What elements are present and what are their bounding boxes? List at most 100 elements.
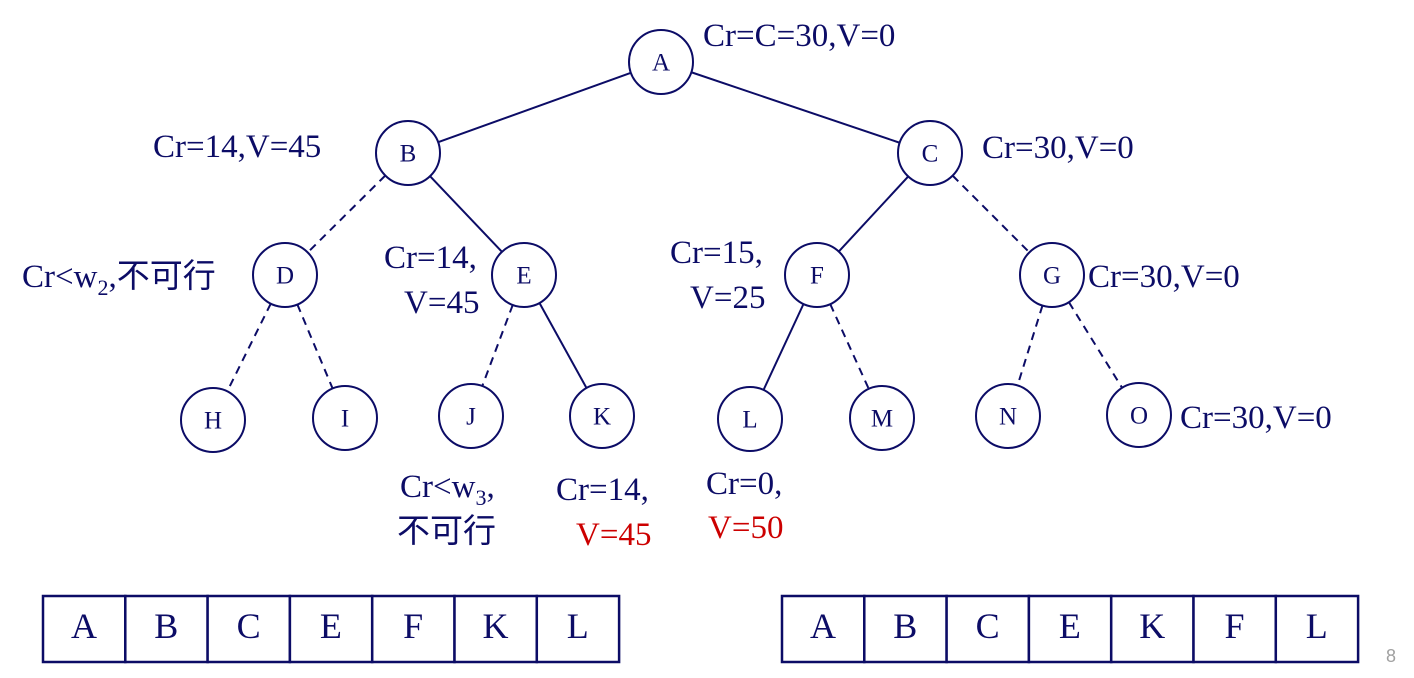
tree-node-J: J [438, 383, 504, 449]
annotation-line: Cr=15, [670, 235, 763, 271]
node-label: I [341, 406, 349, 433]
tree-node-A: A [628, 29, 694, 95]
tree-node-F: F [784, 242, 850, 308]
sequence-cell-label: A [810, 606, 836, 646]
node-circle [252, 242, 318, 308]
annotation-F: Cr=15,V=25 [670, 235, 765, 316]
annotation-A: Cr=C=30,V=0 [703, 18, 895, 54]
tree-node-E: E [491, 242, 557, 308]
node-label: J [466, 404, 476, 431]
node-circle [375, 120, 441, 186]
sequence-cell [945, 594, 1031, 664]
annotation-line: 不可行 [397, 513, 496, 550]
node-circle [491, 242, 557, 308]
node-circle [438, 383, 504, 449]
tree-node-K: K [569, 383, 635, 449]
node-label: F [810, 263, 824, 290]
sequence-cell [1027, 594, 1113, 664]
sequence-cell-label: K [483, 606, 509, 646]
annotation-D: Cr<w2,不可行 [22, 258, 216, 300]
annotation-text: , [486, 469, 494, 505]
node-circle [897, 120, 963, 186]
edge-C-F [838, 175, 909, 253]
node-circle [717, 386, 783, 452]
sequence-cell-label: B [893, 606, 917, 646]
annotation-line: Cr=30,V=0 [1180, 400, 1332, 436]
annotation-line: Cr=0, [706, 466, 782, 502]
annotation-line: V=50 [708, 510, 783, 546]
sequence-cell-label: C [976, 606, 1000, 646]
sequence-cell-label: E [320, 606, 342, 646]
tree-node-D: D [252, 242, 318, 308]
sequence-cell [288, 594, 374, 664]
node-circle [569, 383, 635, 449]
node-circle [180, 387, 246, 453]
node-label: B [400, 141, 417, 168]
sequence-cell-label: A [71, 606, 97, 646]
edge-A-C [690, 71, 901, 144]
tree-node-I: I [312, 385, 378, 451]
annotation-line: V=45 [404, 285, 479, 321]
node-circle [1019, 242, 1085, 308]
sequence-cell-label: F [403, 606, 423, 646]
tree-node-L: L [717, 386, 783, 452]
edge-D-I-pruned [296, 304, 334, 389]
node-label: H [204, 408, 222, 435]
sequence-cell [1192, 594, 1278, 664]
edge-B-E [429, 175, 503, 253]
subscript: 3 [475, 485, 486, 510]
node-label: N [999, 404, 1017, 431]
sequence-cell-label: F [1224, 606, 1244, 646]
node-label: O [1130, 403, 1148, 430]
subscript: 2 [97, 275, 108, 300]
node-label: D [276, 263, 294, 290]
annotation-line: V=45 [576, 517, 651, 553]
sequence-cell [535, 594, 621, 664]
annotation-line: Cr=C=30,V=0 [703, 18, 895, 54]
annotation-text: Cr<w [22, 259, 98, 295]
annotation-C: Cr=30,V=0 [982, 130, 1134, 166]
annotation-O: Cr=30,V=0 [1180, 400, 1332, 436]
sequence-cell-label: E [1059, 606, 1081, 646]
sequence-cell-label: C [237, 606, 261, 646]
tree-node-N: N [975, 383, 1041, 449]
node-circle [849, 385, 915, 451]
edge-E-J-pruned [481, 304, 514, 387]
sequence-cell [780, 594, 866, 664]
node-label: E [516, 263, 531, 290]
annotation-text: ,不可行 [108, 258, 215, 295]
annotation-K: Cr=14, V=45 [556, 472, 651, 553]
annotation-line: Cr=14, [556, 472, 649, 508]
sequence-cell-label: L [567, 606, 589, 646]
sequence-cell [124, 594, 209, 664]
annotation-G: Cr=30,V=0 [1088, 259, 1240, 295]
annotation-line: Cr=14, [384, 240, 477, 276]
node-circle [628, 29, 694, 95]
edge-F-M-pruned [829, 303, 870, 390]
annotation-J: Cr<w3,不可行 [397, 469, 496, 550]
tree-node-M: M [849, 385, 915, 451]
annotation-line: Cr=14,V=45 [153, 129, 321, 165]
sequence-cell-label: B [154, 606, 178, 646]
annotation-line: Cr<w3, [400, 469, 495, 510]
edge-F-L [762, 303, 805, 391]
node-circle [784, 242, 850, 308]
edge-B-D-pruned [307, 174, 386, 254]
node-label: C [922, 141, 939, 168]
tree-node-H: H [180, 387, 246, 453]
edge-E-K [538, 302, 588, 389]
tree-node-G: G [1019, 242, 1085, 308]
node-label: L [742, 407, 757, 434]
node-circle [1106, 382, 1172, 448]
sequence-cell [370, 594, 456, 664]
node-circle [975, 383, 1041, 449]
page-number: 8 [1386, 646, 1396, 666]
node-label: A [652, 50, 670, 77]
sequence-cell [1274, 594, 1360, 664]
sequence-cell-label: K [1139, 606, 1165, 646]
tree-node-C: C [897, 120, 963, 186]
node-label: M [871, 406, 893, 433]
